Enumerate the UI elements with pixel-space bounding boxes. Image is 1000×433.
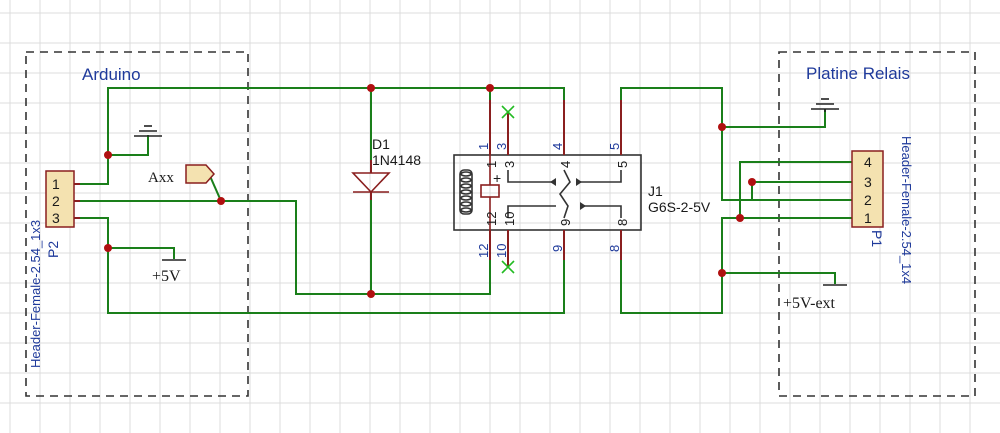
relay-inner-number: 9 [558,219,573,226]
wire-relay-pin8-up [721,217,741,274]
relay-contact [576,170,622,183]
power-label: +5V-ext [783,295,836,312]
no-connect-marker [501,105,515,119]
relay-value: G6S-2-5V [648,199,711,215]
junction-dot [367,290,375,298]
wire-relay-pin8 [620,249,836,314]
p1-ref: P1 [869,230,885,247]
ground-symbol [811,98,839,112]
relay-pin-number: 8 [607,245,622,252]
relay-board-frame [778,51,976,397]
relay-inner-number: 4 [558,161,573,168]
wire-relay-pin5 [620,87,826,128]
wire-vcc-left [107,247,175,259]
connector-p1: 4 3 2 1 Header-Female-2.54_1x4 P1 [851,136,914,284]
relay-coil-spring [459,169,473,215]
relay-coil-polarity: + [493,170,501,186]
junction-dot [367,84,375,92]
junctions [104,84,756,298]
relay-pin-number: 12 [476,244,491,258]
relay-pin-number: 5 [607,143,622,150]
junction-dot [736,214,744,222]
p1-pin-number: 1 [864,210,872,226]
wire-p1-pin4-down [739,161,853,219]
relay-j1: 1 3 4 5 12 10 9 8 1 3 4 5 12 10 9 8 + J1… [453,100,711,274]
relay-pin-number: 10 [494,244,509,258]
junction-dot [718,123,726,131]
ground-symbol [134,125,162,137]
p1-pin-number: 4 [864,154,872,170]
arduino-frame [25,51,249,397]
power-symbol-vcc-ext: +5V-ext [783,284,847,312]
junction-dot [104,244,112,252]
wire-p1-pin2 [751,181,853,201]
wire-top-rail [107,87,565,181]
no-connect-marker [501,260,515,274]
arduino-title: Arduino [82,65,141,84]
relay-inner-number: 10 [502,212,517,226]
relay-arrow [580,202,586,210]
relay-contact [507,205,556,218]
diode-d1: D1 1N4148 [351,136,421,200]
relay-common-arm [559,169,571,219]
p2-pin-number: 2 [52,193,60,209]
p1-footprint: Header-Female-2.54_1x4 [899,136,914,284]
diode-value: 1N4148 [372,152,421,168]
relay-arrow [550,178,556,186]
relay-pin-number: 4 [550,143,565,150]
p2-ref: P2 [45,241,61,258]
connector-p2: 1 2 3 Header-Female-2.54_1x3 P2 [28,170,80,368]
relay-pin-number: 3 [494,143,509,150]
p2-footprint: Header-Female-2.54_1x3 [28,220,43,368]
relay-ref: J1 [648,183,663,199]
relay-inner-number: 12 [484,212,499,226]
wire-axx [208,174,223,203]
power-symbol-vcc: +5V [152,259,186,285]
relay-board-title: Platine Relais [806,64,910,83]
p1-body [851,150,884,228]
p2-body [45,170,75,228]
relay-inner-number: 8 [615,219,630,226]
relay-inner-number: 5 [615,161,630,168]
wire-p2-pin3 [77,217,565,314]
junction-dot [217,197,225,205]
net-label-text: Axx [148,170,174,186]
p1-pin-number: 2 [864,192,872,208]
net-label-axx: Axx [148,164,216,186]
relay-contact [507,170,556,183]
junction-dot [486,84,494,92]
relay-body [453,154,642,231]
junction-dot [104,151,112,159]
junction-dot [718,269,726,277]
net-label-flag [185,164,216,184]
relay-arrow [576,178,582,186]
relay-pin-number: 9 [550,245,565,252]
junction-dot [748,178,756,186]
diode-triangle [351,172,391,194]
diode-ref: D1 [372,136,390,152]
wire-gnd-left [107,135,149,156]
power-label: +5V [152,268,181,285]
relay-inner-number: 3 [502,161,517,168]
p2-pin-number: 3 [52,210,60,226]
p1-pin-number: 3 [864,174,872,190]
p2-pin-number: 1 [52,176,60,192]
wire-p2-pin1 [77,179,109,185]
relay-pin-number: 1 [476,143,491,150]
relay-contact [580,205,622,218]
relay-inner-number: 1 [484,161,499,168]
